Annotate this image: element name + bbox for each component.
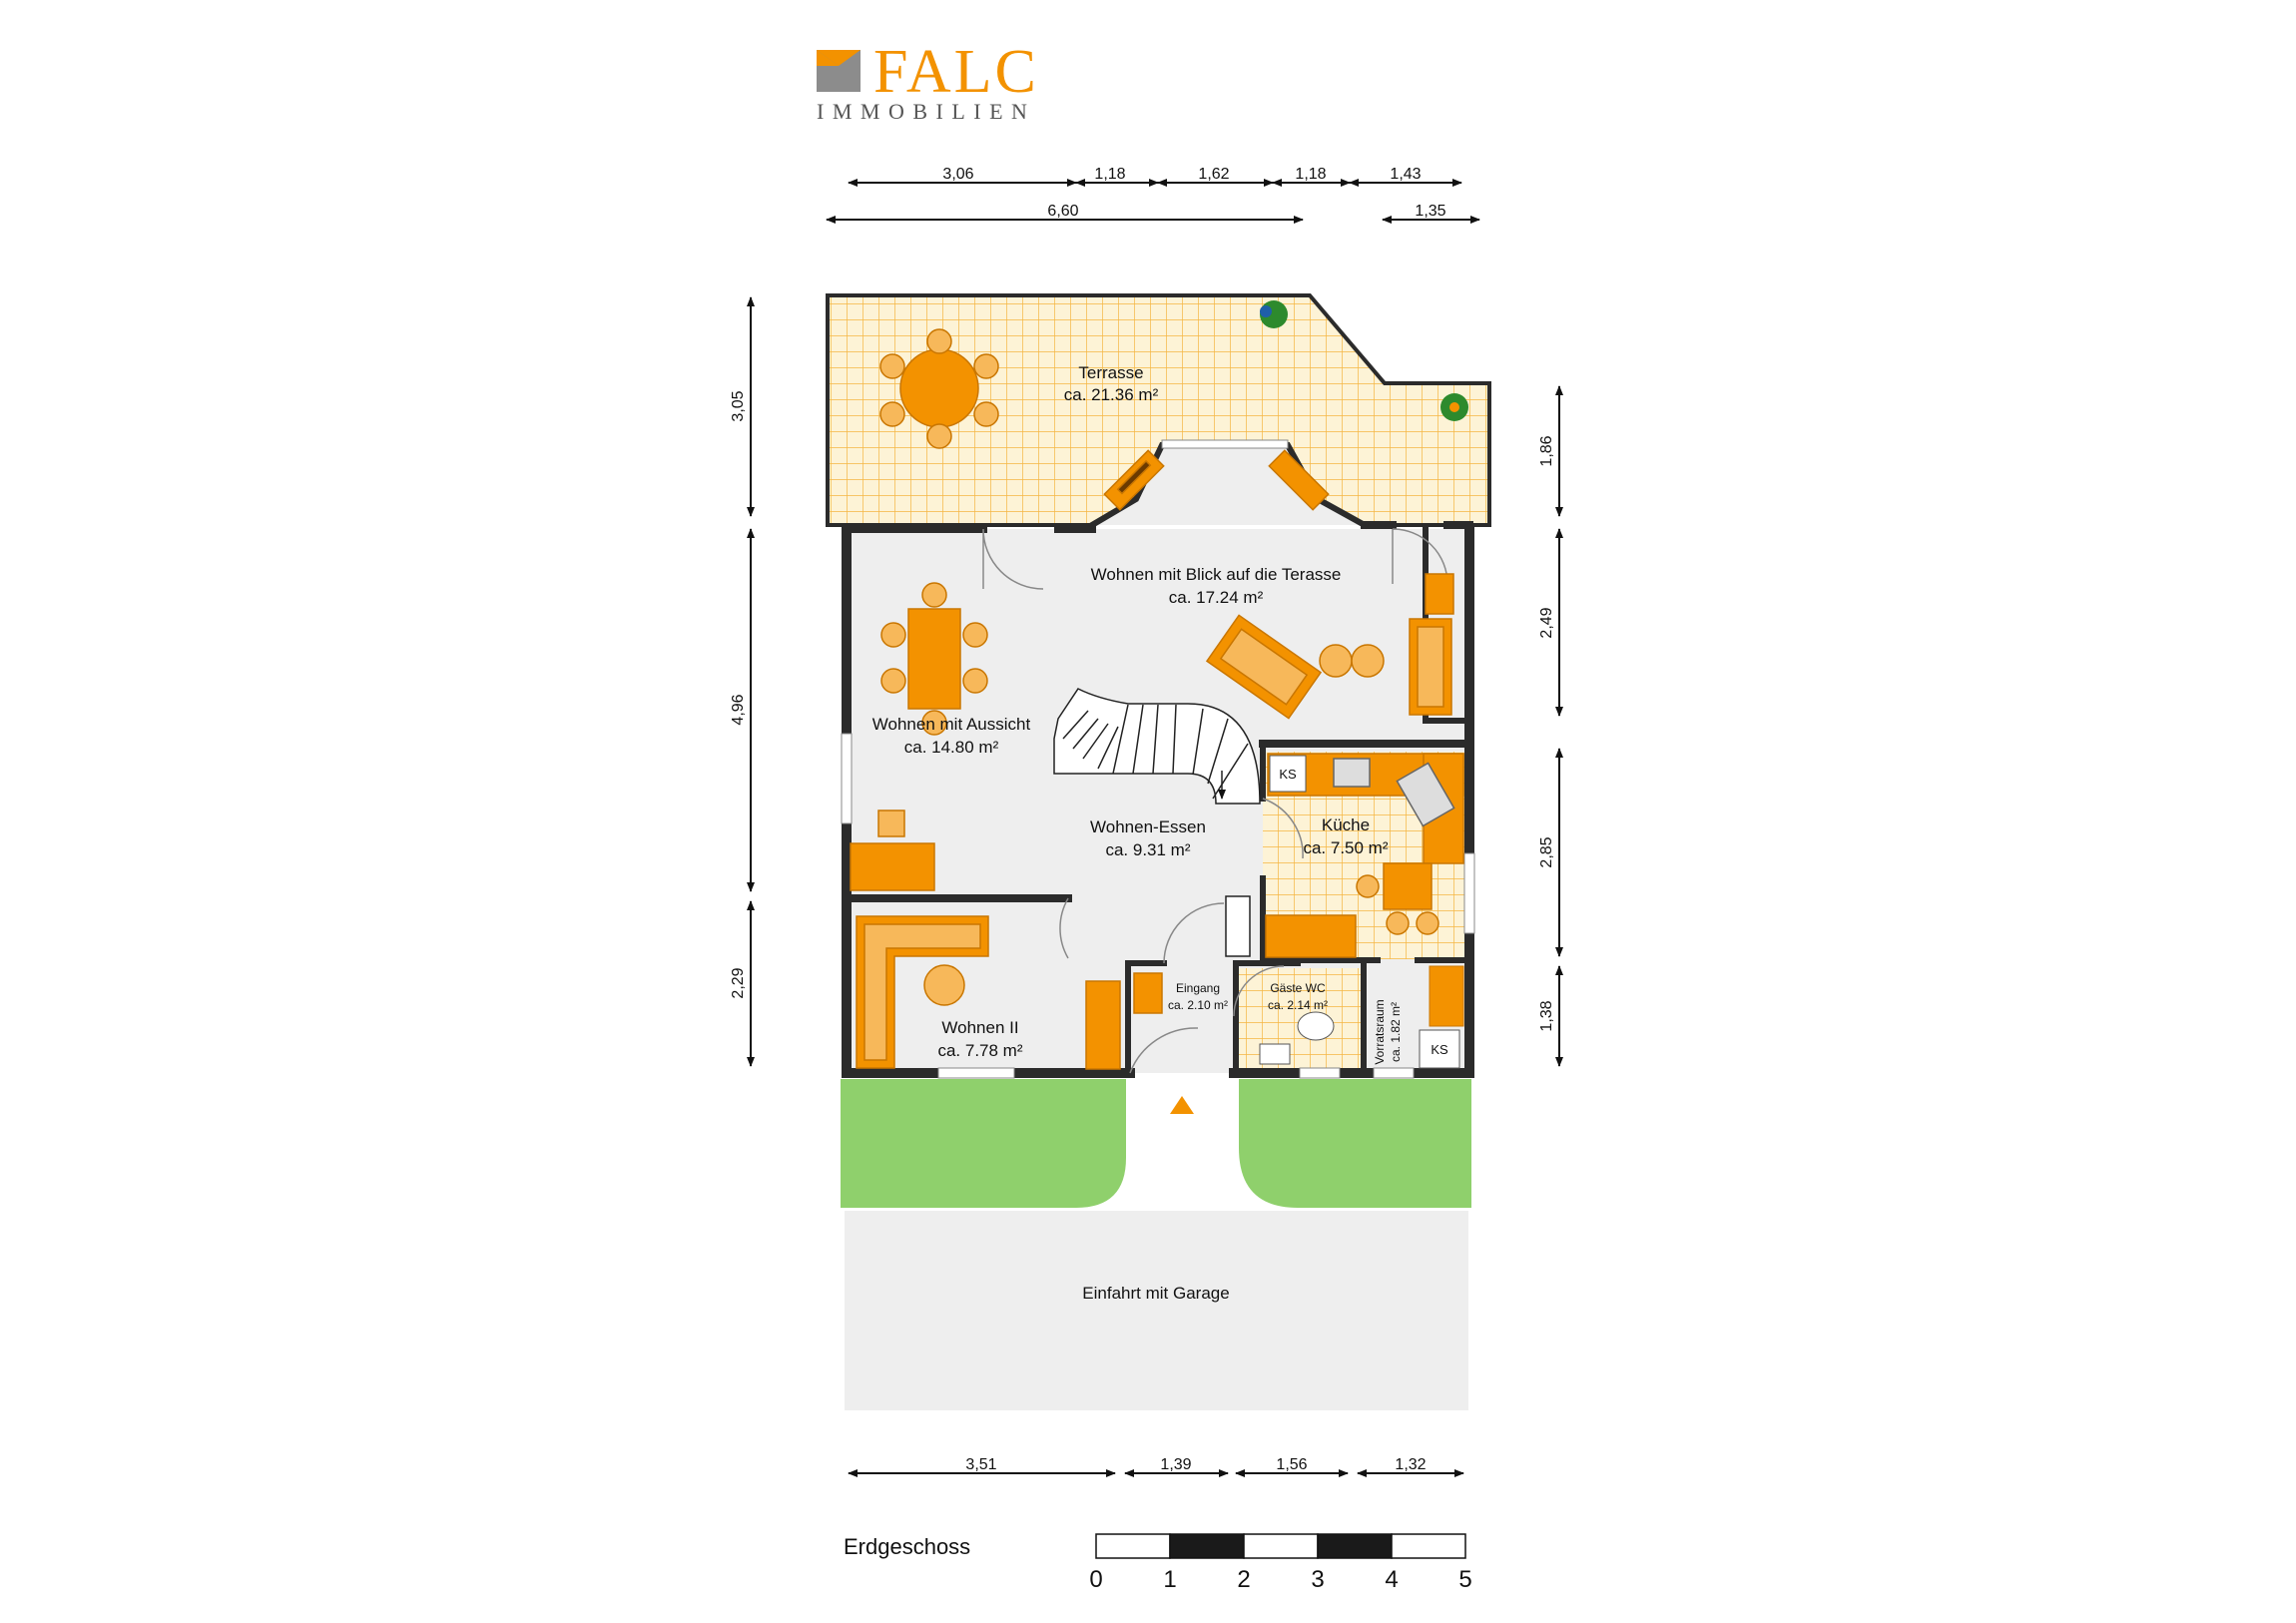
- right-sofa: [1409, 573, 1454, 716]
- room-wohnen-ii-area: ca. 7.78 m²: [937, 1041, 1022, 1060]
- living-sofa: [1205, 614, 1385, 720]
- room-einfahrt-name: Einfahrt mit Garage: [1082, 1284, 1229, 1303]
- ks-boxes: [1269, 755, 1460, 1069]
- entrance-arrow: [1170, 1096, 1194, 1114]
- logo-brand: FALC: [873, 38, 1039, 106]
- room-terrasse-area: ca. 21.36 m²: [1064, 385, 1159, 404]
- scale-tick-2: 2: [1237, 1566, 1250, 1593]
- logo-subtitle: IMMOBILIEN: [817, 99, 1035, 124]
- dim-right-1: 1,86: [1538, 435, 1555, 466]
- dim-left-3: 2,29: [730, 967, 747, 998]
- ks-label-kitchen: KS: [1279, 767, 1297, 782]
- dim-right-2: 2,49: [1538, 607, 1555, 638]
- room-wohnen-ii-name: Wohnen II: [941, 1018, 1018, 1037]
- room-kueche-name: Küche: [1322, 815, 1370, 834]
- scale-tick-0: 0: [1089, 1566, 1102, 1593]
- room-wc-area: ca. 2.14 m²: [1268, 998, 1328, 1012]
- dim-top-2: 1,18: [1094, 166, 1125, 183]
- desk-area: [850, 810, 935, 891]
- dim-top-total: 6,60: [1047, 203, 1078, 220]
- plant-icon: [1260, 300, 1468, 421]
- room-eingang-area: ca. 2.10 m²: [1168, 998, 1228, 1012]
- bay-sofas: [1103, 449, 1330, 511]
- floor-name: Erdgeschoss: [844, 1534, 970, 1559]
- room-wohnen-blick-area: ca. 17.24 m²: [1169, 588, 1264, 607]
- lawn-left: [841, 1079, 1126, 1208]
- dim-bottom-4: 1,32: [1395, 1456, 1426, 1473]
- dim-bottom-1: 3,51: [965, 1456, 996, 1473]
- top-dimensions: [826, 179, 1480, 224]
- lawn-right: [1239, 1079, 1471, 1208]
- room-wohnen-essen-name: Wohnen-Essen: [1090, 817, 1206, 836]
- staircase: [1053, 688, 1261, 805]
- room-wohnen-blick-name: Wohnen mit Blick auf die Terasse: [1091, 565, 1342, 584]
- dim-right-3: 2,85: [1538, 836, 1555, 867]
- driveway: [845, 1211, 1468, 1410]
- scale-tick-1: 1: [1163, 1566, 1176, 1593]
- windows: [841, 439, 1475, 1079]
- room-vorratsraum-name: Vorratsraum: [1373, 999, 1387, 1064]
- room-kueche-area: ca. 7.50 m²: [1303, 838, 1388, 857]
- room-wohnen-aussicht-area: ca. 14.80 m²: [904, 738, 999, 757]
- dim-top-5: 1,43: [1390, 166, 1421, 183]
- wc-fixtures: [1259, 965, 1464, 1065]
- dining-set-left: [880, 582, 988, 736]
- dim-left-2: 4,96: [730, 694, 747, 725]
- scale-tick-3: 3: [1311, 1566, 1324, 1593]
- room-wohnen-aussicht-name: Wohnen mit Aussicht: [872, 715, 1031, 734]
- scale-tick-4: 4: [1385, 1566, 1398, 1593]
- scale-tick-5: 5: [1458, 1566, 1471, 1593]
- dim-bottom-3: 1,56: [1276, 1456, 1307, 1473]
- room-eingang-name: Eingang: [1176, 981, 1220, 995]
- company-logo: FALC IMMOBILIEN: [817, 38, 1039, 124]
- room-terrasse-name: Terrasse: [1078, 363, 1143, 382]
- room-wc-name: Gäste WC: [1270, 981, 1326, 995]
- room-vorratsraum-area: ca. 1.82 m²: [1389, 1002, 1403, 1062]
- dim-bottom-2: 1,39: [1160, 1456, 1191, 1473]
- dim-top-3: 1,62: [1198, 166, 1229, 183]
- dim-top-4: 1,18: [1295, 166, 1326, 183]
- scale-bar: [1095, 1533, 1466, 1559]
- ks-label-pantry: KS: [1431, 1042, 1448, 1057]
- dim-top-right: 1,35: [1415, 203, 1445, 220]
- dim-left-1: 3,05: [730, 390, 747, 421]
- dim-top-1: 3,06: [942, 166, 973, 183]
- corner-sofa: [856, 915, 1163, 1070]
- room-wohnen-essen-area: ca. 9.31 m²: [1105, 840, 1190, 859]
- terrace-furniture: [879, 328, 999, 449]
- dim-right-4: 1,38: [1538, 1000, 1555, 1031]
